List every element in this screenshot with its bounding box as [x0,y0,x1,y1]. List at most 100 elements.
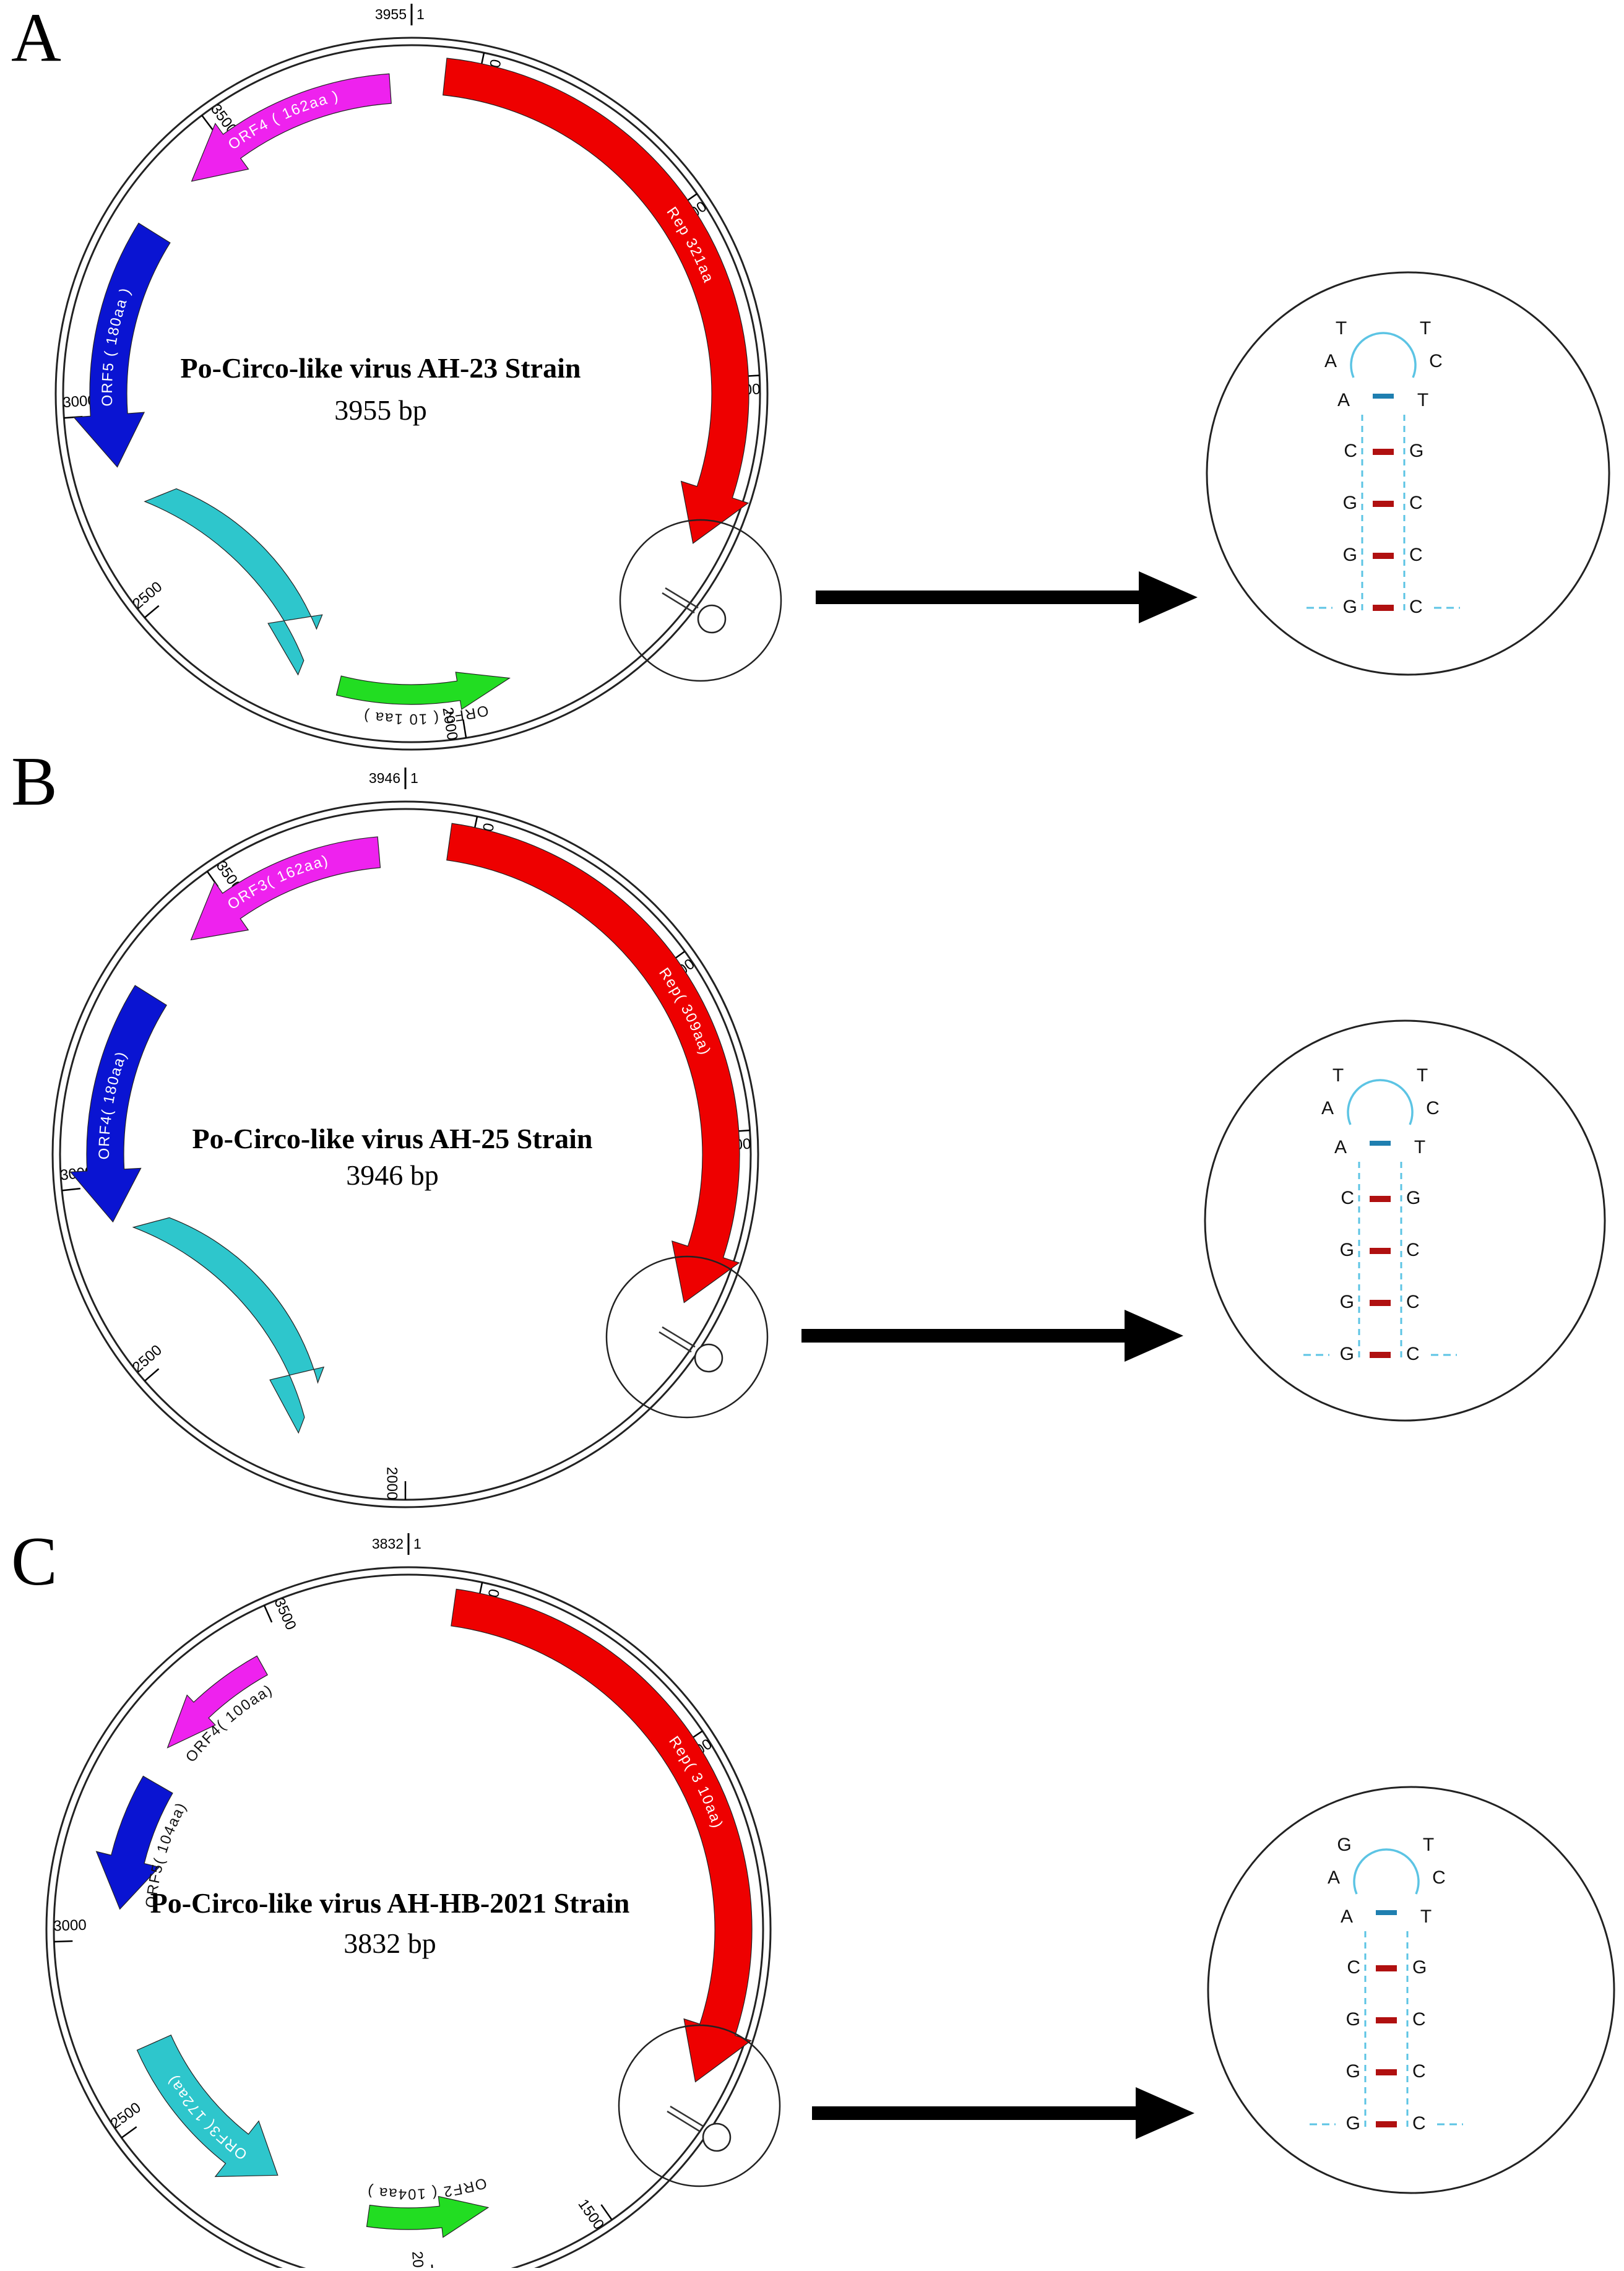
gene-rep-arrow [451,1588,753,2083]
genome-size: 3946 bp [346,1159,439,1191]
origin-left-label: 3946 [369,770,400,786]
scale-tick [263,1605,273,1623]
loop-symbol [694,1343,723,1373]
gene-orf5-arrow [73,222,171,468]
stem-symbol-line [667,2110,700,2132]
stem-nucleotide-left: G [1340,1240,1354,1260]
gene-orf3-label-text: ORF3( 172aa) [164,2072,249,2163]
stem-nucleotide-left: G [1343,545,1357,565]
loop-nucleotide: C [1426,1098,1440,1118]
scale-tick-label: 2500 [129,1342,165,1376]
genome-backbone-inner [62,44,761,743]
loop-symbol [697,604,727,634]
stemloop-detail-circle [1206,271,1610,676]
hairpin-loop [1350,332,1417,378]
scale-tick-label: 3500 [270,1596,299,1633]
stem-nucleotide-right: C [1406,1292,1420,1312]
panel-letter: C [11,1523,58,1600]
stem-nucleotide-left: G [1340,1344,1354,1364]
genome-backbone-outer [54,37,769,751]
base-pair-bond [1376,1965,1397,1971]
loop-nucleotide: T [1332,1065,1344,1086]
panel-letter: B [11,743,58,820]
hairpin-loop [1353,1848,1420,1895]
stem-symbol-line [662,592,695,614]
scale-tick [61,1187,81,1192]
stem-nucleotide-left: G [1346,2061,1360,2082]
stem-symbol-line [659,1331,692,1353]
scale-tick [121,2126,137,2139]
panel-letter: A [11,0,61,76]
stem-nucleotide-left: C [1347,1957,1360,1978]
panel-c: C38321500100015002000250030003500Rep( 3 … [11,1523,1615,2271]
gene-orf4-arrow [166,1655,268,1749]
stem-nucleotide-right: G [1409,441,1423,461]
origin-right-label: 1 [410,770,418,786]
scale-tick-label: 2500 [129,579,165,613]
panel-b: B39461500100015002000250030003500Rep( 30… [11,743,1606,1508]
base-pair-bond [1376,2121,1397,2127]
stem-nucleotide-left: G [1340,1292,1354,1312]
gene-orf3-arrow [144,488,323,676]
stem-nucleotide-left: C [1344,441,1357,461]
scale-tick-label: 3000 [53,1917,87,1935]
stemloop-detail-circle [1204,1019,1606,1422]
loop-nucleotide: C [1429,351,1443,371]
base-nucleotide-right: T [1417,390,1428,410]
scale-tick-label: 2000 [383,1467,400,1500]
base-pair-bond [1370,1196,1391,1202]
scale-tick [144,1368,160,1382]
scale-tick-label: 2500 [108,2099,144,2132]
gene-orf2-arrow [132,1217,325,1434]
scale-tick [431,2264,433,2271]
origin-left-label: 3955 [375,6,407,22]
base-pair-bond [1370,1248,1391,1254]
zoom-arrow-head [1125,1310,1183,1362]
scale-tick-label: 2000 [408,2251,428,2268]
gene-orf3-arrow [190,836,381,941]
genome-title: Po-Circo-like virus AH-HB-2021 Strain [150,1887,630,1919]
zoom-circle [605,1255,769,1419]
gene-orf4-label-text: ORF4 ( 162aa ) [225,88,340,154]
gene-rep-arrow [443,58,749,544]
loop-nucleotide: T [1417,1065,1428,1086]
base-pair-bond [1376,2017,1397,2023]
stem-nucleotide-right: C [1406,1240,1420,1260]
base-pair-bond [1373,501,1394,507]
zoom-circle [618,2024,781,2187]
gene-orf2-label-text: ORF2 ( 104aa ) [365,2174,487,2202]
gene-orf2-label: ORF2 ( 104aa ) [365,2174,488,2202]
base-pair-bond [1373,553,1394,559]
scale-tick [201,115,214,131]
genome-size: 3955 bp [334,394,427,426]
base-pair-bond [1370,1352,1391,1358]
mismatch-mark [1376,1910,1397,1915]
genome-title: Po-Circo-like virus AH-23 Strain [181,352,581,384]
loop-nucleotide: T [1420,318,1431,339]
base-pair-bond [1373,449,1394,455]
base-nucleotide-left: A [1334,1137,1347,1157]
stem-symbol-line [670,2105,704,2127]
base-pair-bond [1370,1300,1391,1306]
stem-nucleotide-right: C [1409,545,1423,565]
loop-nucleotide: T [1336,318,1347,339]
genome-backbone-inner [53,1573,764,2271]
stem-nucleotide-left: G [1346,2009,1360,2030]
zoom-arrow-head [1136,2087,1194,2139]
gene-orf4-arrow [191,73,392,182]
stem-nucleotide-right: G [1412,1957,1427,1978]
gene-rep-arrow [446,823,740,1304]
loop-nucleotide: A [1324,351,1337,371]
origin-right-label: 1 [413,1536,421,1552]
gene-label-path [113,851,533,1076]
gene-label-path [246,2113,598,2193]
genome-backbone-inner [59,808,752,1501]
gene-orf5-arrow [95,1775,173,1910]
genome-backbone-outer [51,800,759,1508]
stem-nucleotide-right: C [1409,597,1423,617]
stem-symbol-line [662,1326,696,1348]
genome-size: 3832 bp [343,1927,436,1959]
mismatch-mark [1373,394,1394,399]
base-nucleotide-right: T [1420,1906,1432,1927]
